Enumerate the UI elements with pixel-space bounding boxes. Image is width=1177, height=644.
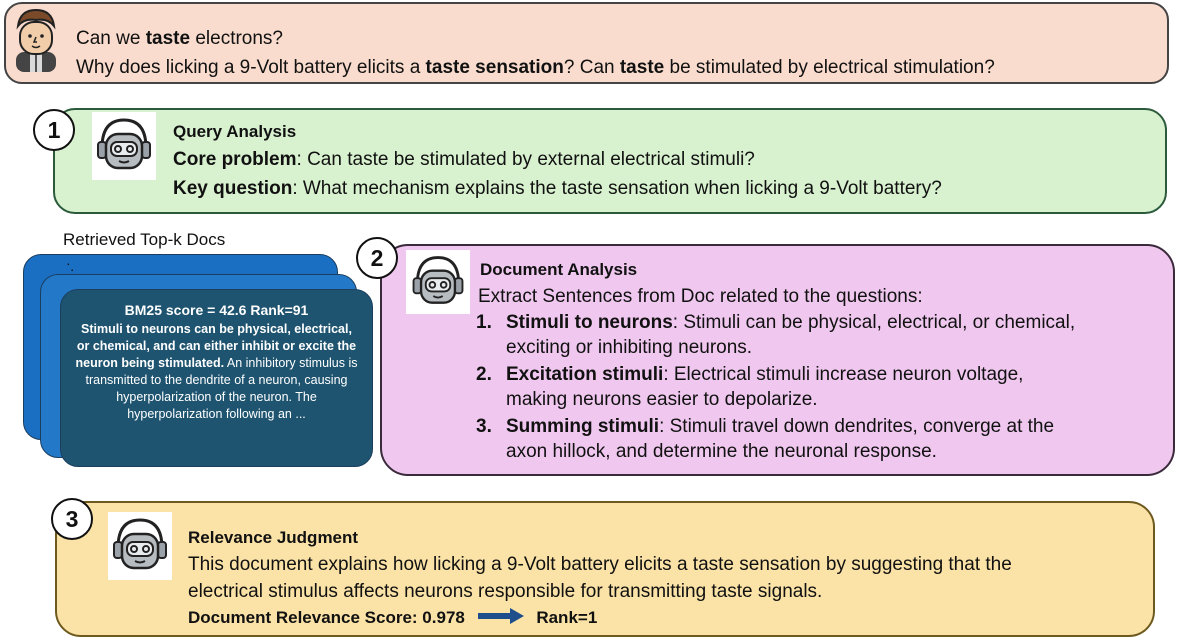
relevance-line-1: This document explains how licking a 9-V… [188, 554, 1012, 575]
document-analysis-title: Document Analysis [480, 260, 638, 279]
step-2-number: 2 [356, 237, 398, 279]
doc-score-title: BM25 score = 42.6 Rank=91 [124, 302, 309, 318]
list-item: 1.Stimuli to neurons: Stimuli can be phy… [476, 312, 1076, 333]
step-1-number: 1 [33, 109, 75, 151]
doc-excerpt: Stimuli to neurons can be physical, elec… [75, 322, 358, 421]
query-analysis-title: Query Analysis [173, 122, 297, 141]
robot-icon [92, 112, 156, 180]
list-item: 3.Summing stimuli: Stimuli travel down d… [476, 416, 1055, 437]
list-item: 2.Excitation stimuli: Electrical stimuli… [476, 364, 1024, 385]
document-analysis-intro: Extract Sentences from Doc related to th… [478, 286, 923, 307]
query-line-1: Can we taste electrons? [76, 28, 284, 49]
query-line-2: Why does licking a 9-Volt battery elicit… [76, 57, 995, 78]
user-avatar-icon [14, 8, 58, 72]
robot-icon [108, 512, 172, 580]
dots-icon: · · [66, 255, 75, 277]
retrieved-docs-header: Retrieved Top-k Docs [63, 230, 226, 249]
relevance-score-label: Document Relevance Score: 0.978 [188, 608, 465, 627]
document-analysis-box [380, 244, 1175, 476]
query-box [4, 2, 1169, 84]
rank-label: Rank=1 [536, 608, 598, 627]
extracted-sentences-list: 1.Stimuli to neurons: Stimuli can be phy… [476, 310, 1075, 464]
list-item-continuation: axon hillock, and determine the neuronal… [506, 441, 937, 462]
robot-icon [406, 250, 470, 314]
relevance-judgment-title: Relevance Judgment [188, 528, 359, 547]
list-item-continuation: making neurons easier to depolarize. [506, 389, 818, 410]
relevance-judgment-box [55, 501, 1155, 637]
doc-card-top: BM25 score = 42.6 Rank=91 Stimuli to neu… [60, 289, 373, 467]
query-analysis-box [53, 108, 1167, 214]
right-arrow-icon [477, 608, 524, 629]
list-item-continuation: exciting or inhibiting neurons. [506, 337, 753, 358]
step-3-number: 3 [51, 498, 93, 540]
relevance-line-2: electrical stimulus affects neurons resp… [188, 581, 823, 602]
key-question-line: Key question: What mechanism explains th… [173, 178, 942, 199]
relevance-score-line: Document Relevance Score: 0.978 Rank=1 [188, 608, 597, 629]
core-problem-line: Core problem: Can taste be stimulated by… [173, 149, 755, 170]
